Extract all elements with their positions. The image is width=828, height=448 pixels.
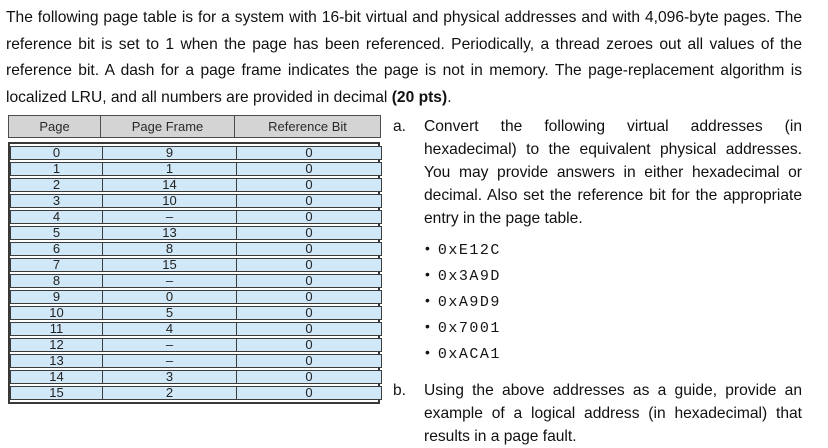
reference-bit-cell: 0 [236,290,382,304]
page-table-body: 0 9 0 1 1 0 2 14 0 3 10 [10,146,382,400]
table-row: 1 1 0 [10,162,382,176]
address-item: 0x3A9D [425,263,802,289]
page-frame-cell: 4 [102,322,236,336]
question-a-text: Convert the following virtual addresses … [424,118,802,227]
intro-text: The following page table is for a system… [6,9,802,106]
table-row: 0 9 0 [10,146,382,160]
page-frame-cell: – [102,338,236,352]
reference-bit-cell: 0 [236,354,382,368]
page-frame-cell: 13 [102,226,236,240]
page-frame-cell: – [102,210,236,224]
points-badge: (20 pts) [391,88,448,106]
page-table-body-frame: 0 9 0 1 1 0 2 14 0 3 10 [8,142,382,404]
page-cell: 5 [10,226,102,240]
page-frame-cell: 14 [102,178,236,192]
reference-bit-cell: 0 [236,306,382,320]
page-cell: 10 [10,306,102,320]
header-row: Page Page Frame Reference Bit [8,115,381,138]
address-item: 0x7001 [425,315,802,341]
table-row: 13 – 0 [10,354,382,368]
address-list: 0xE12C0x3A9D0xA9D90x70010xACA1 [424,237,802,367]
page-frame-cell: – [102,354,236,368]
address-item: 0xACA1 [425,341,802,367]
page-table-area: Page Page Frame Reference Bit 0 9 0 1 1 [0,115,384,404]
reference-bit-cell: 0 [236,274,382,288]
reference-bit-cell: 0 [236,322,382,336]
reference-bit-cell: 0 [236,338,382,352]
reference-bit-cell: 0 [236,162,382,176]
table-row: 12 – 0 [10,338,382,352]
questions-column: a. Convert the following virtual address… [384,115,828,448]
page-cell: 2 [10,178,102,192]
page-cell: 11 [10,322,102,336]
table-row: 3 10 0 [10,194,382,208]
table-row: 2 14 0 [10,178,382,192]
page-frame-cell: 5 [102,306,236,320]
reference-bit-cell: 0 [236,194,382,208]
page-cell: 7 [10,258,102,272]
page-cell: 1 [10,162,102,176]
reference-bit-cell: 0 [236,178,382,192]
page-frame-cell: – [102,274,236,288]
reference-bit-cell: 0 [236,386,382,400]
table-row: 5 13 0 [10,226,382,240]
page-table-header: Page Page Frame Reference Bit [8,115,381,138]
page-cell: 8 [10,274,102,288]
page-cell: 6 [10,242,102,256]
table-row: 10 5 0 [10,306,382,320]
page-frame-cell: 0 [102,290,236,304]
page-frame-cell: 15 [102,258,236,272]
table-row: 9 0 0 [10,290,382,304]
page-frame-cell: 9 [102,146,236,160]
reference-bit-cell: 0 [236,258,382,272]
table-row: 11 4 0 [10,322,382,336]
page-frame-cell: 10 [102,194,236,208]
page-cell: 14 [10,370,102,384]
content-columns: Page Page Frame Reference Bit 0 9 0 1 1 [0,115,828,448]
question-b-text: Using the above addresses as a guide, pr… [424,382,802,445]
page-cell: 13 [10,354,102,368]
table-row: 15 2 0 [10,386,382,400]
table-row: 6 8 0 [10,242,382,256]
table-row: 8 – 0 [10,274,382,288]
page-cell: 15 [10,386,102,400]
exercise-page: The following page table is for a system… [0,5,828,445]
question-a-body: Convert the following virtual addresses … [424,115,802,376]
reference-bit-cell: 0 [236,370,382,384]
question-b-body: Using the above addresses as a guide, pr… [424,379,802,448]
intro-paragraph: The following page table is for a system… [6,5,802,111]
column-header-reference: Reference Bit [234,115,381,138]
page-frame-cell: 2 [102,386,236,400]
page-frame-cell: 8 [102,242,236,256]
page-cell: 3 [10,194,102,208]
table-row: 4 – 0 [10,210,382,224]
question-b: b. Using the above addresses as a guide,… [393,379,802,448]
intro-text-end: . [447,88,452,106]
reference-bit-cell: 0 [236,210,382,224]
page-cell: 0 [10,146,102,160]
question-b-label: b. [393,382,407,399]
reference-bit-cell: 0 [236,242,382,256]
reference-bit-cell: 0 [236,226,382,240]
page-cell: 4 [10,210,102,224]
question-a: a. Convert the following virtual address… [393,115,802,376]
page-cell: 12 [10,338,102,352]
table-row: 7 15 0 [10,258,382,272]
question-a-label: a. [393,118,407,135]
reference-bit-cell: 0 [236,146,382,160]
column-header-frame: Page Frame [100,115,235,138]
page-table: 0 9 0 1 1 0 2 14 0 3 10 [10,144,382,402]
table-row: 14 3 0 [10,370,382,384]
page-frame-cell: 1 [102,162,236,176]
page-cell: 9 [10,290,102,304]
address-item: 0xA9D9 [425,289,802,315]
address-item: 0xE12C [425,237,802,263]
column-header-page: Page [8,115,101,138]
page-frame-cell: 3 [102,370,236,384]
